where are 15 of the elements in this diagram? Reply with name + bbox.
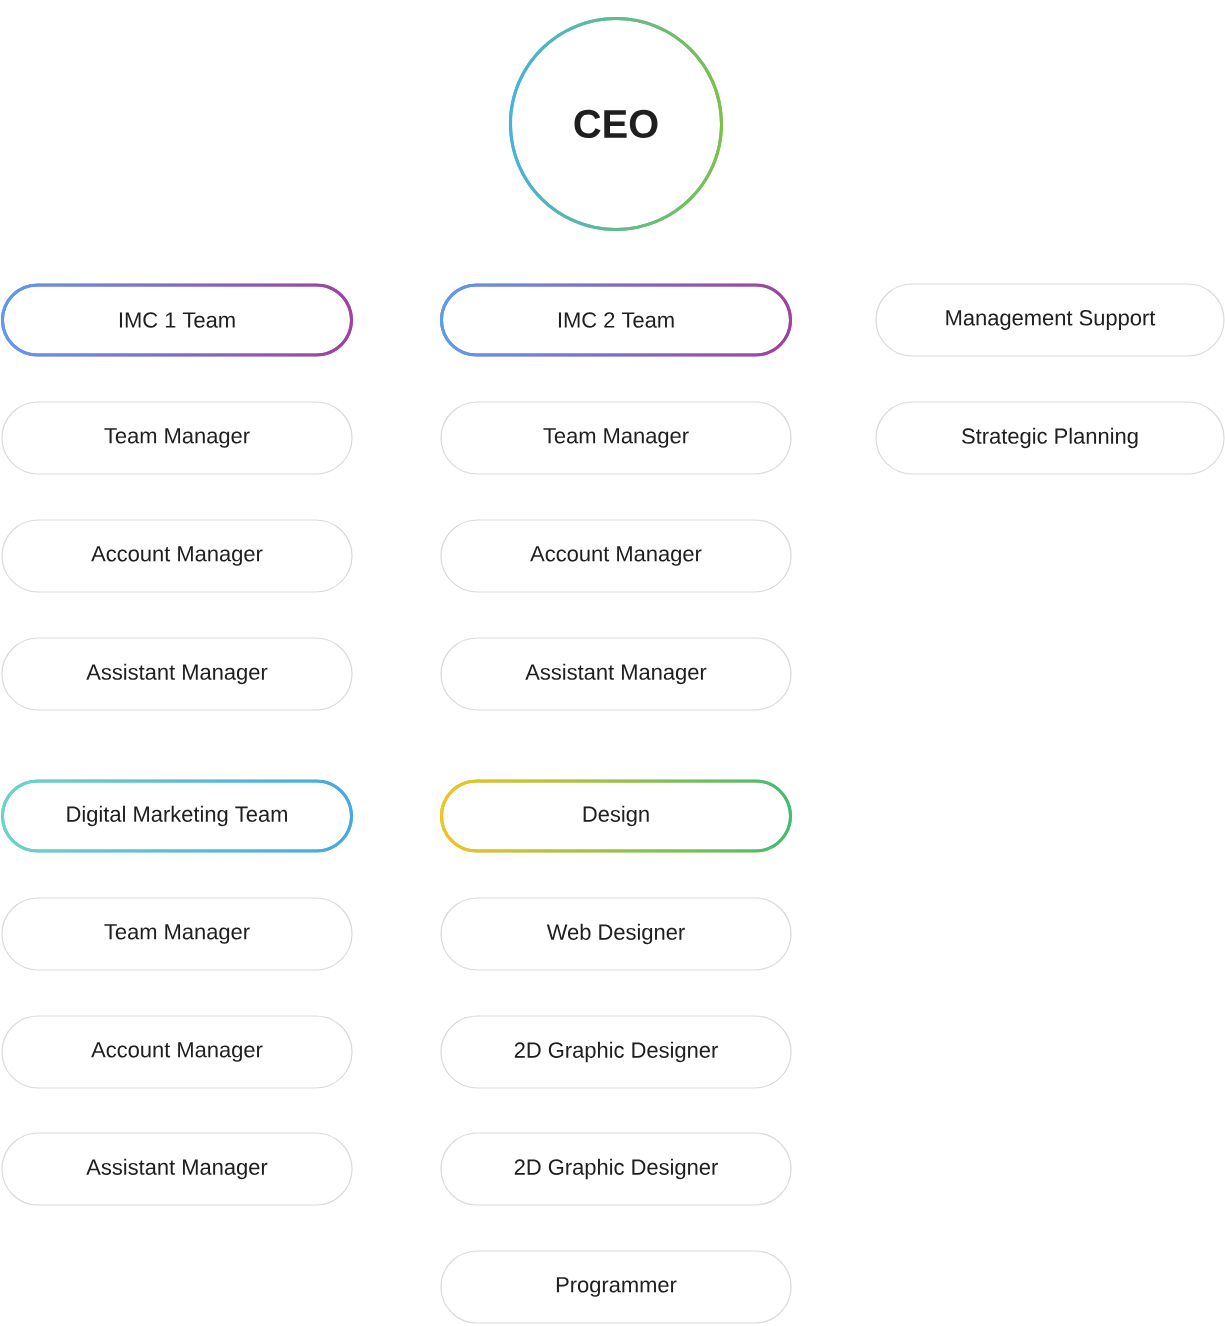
role-pill: Programmer xyxy=(440,1250,792,1324)
role-pill: Team Manager xyxy=(440,401,792,475)
role-pill: Account Manager xyxy=(440,519,792,593)
role-pill: 2D Graphic Designer xyxy=(440,1132,792,1206)
role-pill: Web Designer xyxy=(440,897,792,971)
role-pill: Account Manager xyxy=(1,519,353,593)
role-pill: Account Manager xyxy=(1,1015,353,1089)
role-pill: 2D Graphic Designer xyxy=(440,1015,792,1089)
role-pill: Team Manager xyxy=(1,897,353,971)
role-pill: Strategic Planning xyxy=(875,401,1225,475)
role-pill: Assistant Manager xyxy=(440,637,792,711)
role-pill: Management Support xyxy=(875,283,1225,357)
role-pill: Assistant Manager xyxy=(1,637,353,711)
role-pill: Assistant Manager xyxy=(1,1132,353,1206)
role-pill: Team Manager xyxy=(1,401,353,475)
